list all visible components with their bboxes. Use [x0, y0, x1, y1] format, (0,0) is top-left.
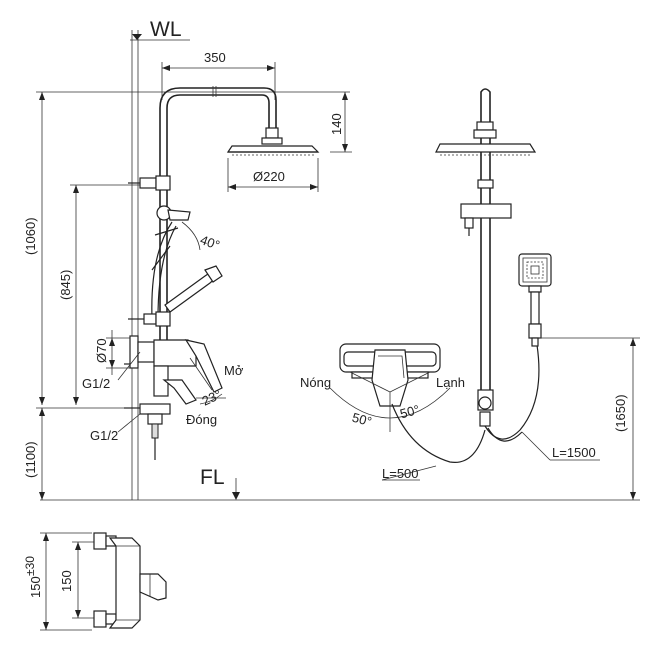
total-height-dimension — [36, 91, 350, 405]
pipe-diameter-label: Ø70 — [94, 338, 109, 363]
hot-label: Nóng — [300, 375, 331, 390]
tolerance-dimension-label: 150 — [28, 576, 43, 598]
side-view-shower — [128, 86, 320, 345]
hose-long-leader — [521, 431, 600, 461]
total-height-label: (1060) — [23, 217, 38, 255]
bottom-mixer-view — [40, 532, 167, 631]
outlet-height-dimension — [540, 337, 640, 500]
side-view-mixer — [106, 330, 226, 460]
front-view-mixer — [329, 343, 486, 463]
wall-line — [130, 30, 190, 500]
close-label: Đóng — [186, 412, 217, 427]
hose-long-label: L=1500 — [552, 445, 596, 460]
thread-upper-label: G1/2 — [82, 376, 110, 391]
arm-reach-dimension — [161, 62, 276, 100]
head-height-label: 140 — [329, 113, 344, 135]
mixer-height-label: (1100) — [23, 441, 38, 478]
hose-short-leader — [381, 465, 437, 481]
cold-angle-label: 50° — [398, 402, 421, 422]
floor-line — [40, 478, 640, 501]
bar-height-label: (845) — [58, 270, 73, 300]
hot-angle-label: 50° — [351, 410, 374, 430]
open-label: Mở — [224, 363, 244, 378]
thread-lower-label: G1/2 — [90, 428, 118, 443]
tolerance-superscript: ±30 — [23, 556, 37, 576]
holder-angle-label: 40° — [198, 232, 222, 253]
outlet-height-label: (1650) — [613, 394, 628, 432]
head-height-dimension — [330, 92, 352, 153]
front-view-shower — [435, 88, 552, 442]
cold-label: Lạnh — [436, 375, 465, 390]
hose-short-label: L=500 — [382, 466, 419, 481]
wall-line-label: WL — [150, 18, 182, 41]
lever-angle-label: 23° — [200, 387, 224, 409]
arm-reach-label: 350 — [204, 50, 226, 65]
bar-height-dimension — [70, 184, 148, 405]
head-diameter-label: Ø220 — [253, 169, 285, 184]
center-dimension-label: 150 — [59, 570, 74, 592]
mixer-height-dimension — [36, 407, 150, 500]
floor-line-label: FL — [200, 466, 225, 489]
